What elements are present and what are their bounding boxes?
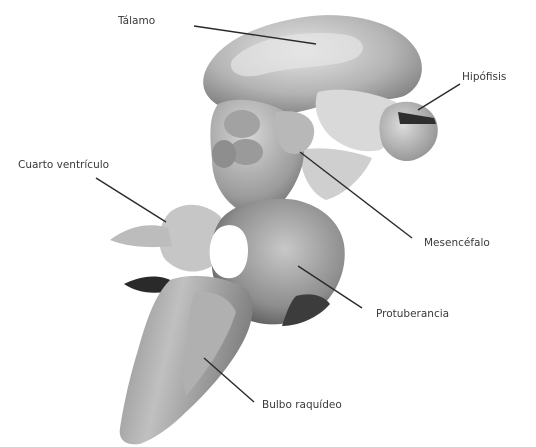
label-protuberancia: Protuberancia [376,308,449,320]
label-talamo: Tálamo [117,15,155,27]
flocculus-tip [110,225,172,247]
label-cuarto-ventriculo: Cuarto ventrículo [18,159,109,171]
colliculus-lateral [212,140,236,168]
pons-hole [210,225,248,278]
optic-region [300,148,372,200]
colliculus-superior [224,110,260,138]
label-mesencefalo: Mesencéfalo [424,237,490,249]
label-hipofisis: Hipófisis [462,71,506,83]
leader-hipofisis [418,84,460,110]
leader-cuarto-ventriculo [96,178,166,222]
label-bulbo-raquideo: Bulbo raquídeo [262,399,342,411]
pituitary-shape [379,102,437,161]
